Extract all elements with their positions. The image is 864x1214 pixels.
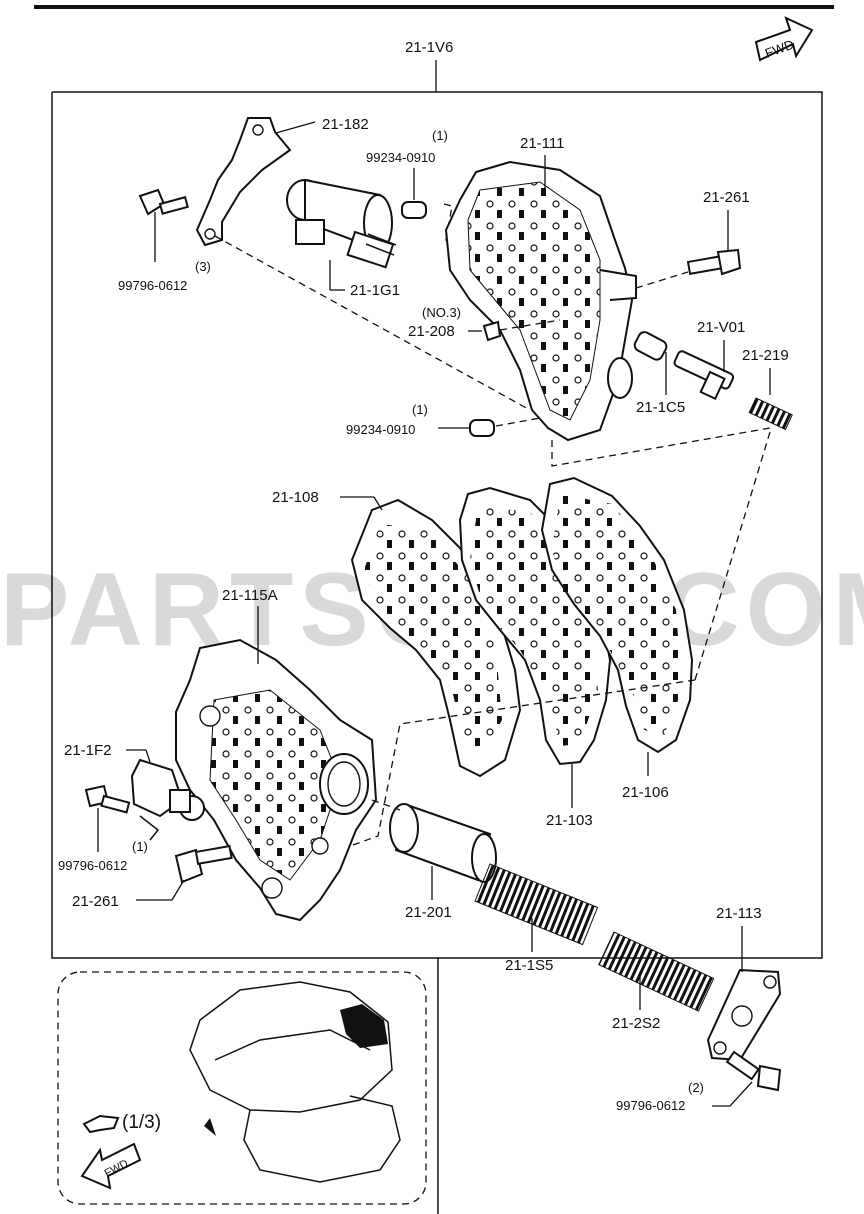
sensor-21-1f2 xyxy=(130,758,205,841)
part-21-208 xyxy=(482,320,502,342)
gasket-21-182 xyxy=(195,117,292,247)
valve-body-21-111 xyxy=(444,160,637,442)
callout-99796-top: 99796-0612 xyxy=(118,278,187,293)
location-inset xyxy=(57,971,427,1205)
bolt-99796-mid xyxy=(84,784,131,814)
callout-21-1f2: 21-1F2 xyxy=(64,742,112,759)
spring-21-1s5 xyxy=(474,863,599,946)
callout-21-261-bot: 21-261 xyxy=(72,893,119,910)
valve-body-21-115a xyxy=(175,638,378,922)
pin-99234-bot xyxy=(469,419,495,437)
callout-21-113: 21-113 xyxy=(716,905,762,922)
callout-99796-top-qty: (3) xyxy=(195,259,211,274)
plate-21-106 xyxy=(540,476,694,754)
callout-21-111: 21-111 xyxy=(520,135,564,152)
bolt-99796-top xyxy=(138,188,189,216)
top-rule xyxy=(34,5,834,9)
bolt-21-261-bot xyxy=(174,844,233,884)
callout-21-115a: 21-115A xyxy=(222,587,278,604)
callout-21-106: 21-106 xyxy=(622,784,669,801)
solenoid-21-1g1 xyxy=(286,178,397,269)
callout-21-208: 21-208 xyxy=(408,323,455,340)
spring-21-2s2 xyxy=(598,931,715,1012)
pointer-hand-icon xyxy=(82,1114,120,1134)
callout-99234-bot: 99234-0910 xyxy=(346,422,415,437)
bolt-99796-bot xyxy=(725,1050,782,1092)
fwd-arrow-icon: FWD xyxy=(754,16,814,62)
callout-21-1s5: 21-1S5 xyxy=(505,957,553,974)
assembly-label: 21-1V6 xyxy=(405,39,453,56)
sleeve-21-1c5 xyxy=(633,331,668,361)
spring-21-219 xyxy=(748,397,793,431)
callout-21-108: 21-108 xyxy=(272,489,319,506)
callout-99796-bot-qty: (2) xyxy=(688,1080,704,1095)
callout-99234-bot-qty: (1) xyxy=(412,402,428,417)
callout-99796-mid: 99796-0612 xyxy=(58,858,127,873)
inset-ref-label: (1/3) xyxy=(122,1112,161,1133)
bolt-21-261-top xyxy=(686,248,742,276)
callout-21-201: 21-201 xyxy=(405,904,452,921)
valve-21-v01 xyxy=(673,350,735,401)
callout-99234-top-qty: (1) xyxy=(432,128,448,143)
callout-21-1g1: 21-1G1 xyxy=(350,282,400,299)
sleeve-21-201 xyxy=(389,803,497,883)
callout-21-2s2: 21-2S2 xyxy=(612,1015,660,1032)
callout-21-103: 21-103 xyxy=(546,812,593,829)
plate-21-108 xyxy=(350,498,522,778)
callout-21-261-top: 21-261 xyxy=(703,189,750,206)
callout-no3: (NO.3) xyxy=(422,305,461,320)
inset-fwd-arrow-icon: FWD xyxy=(80,1142,142,1190)
callout-21-182: 21-182 xyxy=(322,116,369,133)
callout-99796-mid-qty: (1) xyxy=(132,839,148,854)
callout-99796-bot: 99796-0612 xyxy=(616,1098,685,1113)
callout-99234-top: 99234-0910 xyxy=(366,150,435,165)
callout-21-v01: 21-V01 xyxy=(697,319,745,336)
highlighted-component xyxy=(340,1004,388,1048)
callout-21-219: 21-219 xyxy=(742,347,789,364)
cover-21-113 xyxy=(706,968,782,1062)
assembly-frame xyxy=(52,91,823,1214)
callout-21-1c5: 21-1C5 xyxy=(636,399,685,416)
pin-99234-top xyxy=(401,201,427,219)
